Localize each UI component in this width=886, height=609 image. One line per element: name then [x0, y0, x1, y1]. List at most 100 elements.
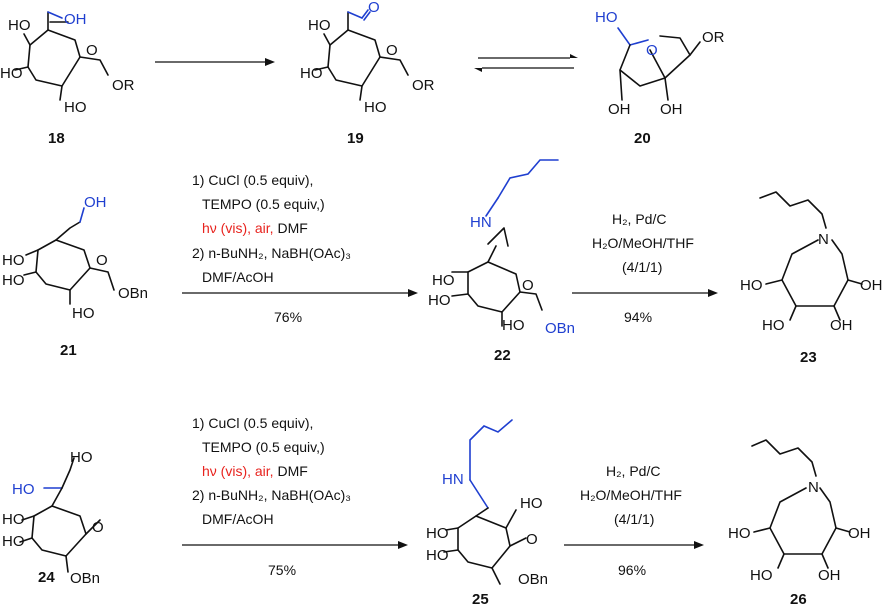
- hydroxyl-label: HO: [64, 99, 87, 116]
- compound-number: 18: [48, 130, 65, 147]
- condition-line: H₂, Pd/C: [606, 463, 660, 479]
- condition-line: H₂, Pd/C: [612, 211, 666, 227]
- primary-hydroxyl-label: OH: [64, 11, 87, 28]
- compound-22: HN O HO HO HO OBn 22: [428, 159, 575, 364]
- hydroxyl-label: HO: [762, 317, 785, 334]
- condition-line: DMF/AcOH: [202, 511, 274, 527]
- arrow-head: [708, 289, 718, 297]
- condition-line: TEMPO (0.5 equiv,): [202, 439, 325, 455]
- compound-19: HO O O HO HO OR 19: [300, 0, 435, 147]
- compound-number: 26: [790, 591, 807, 608]
- anomeric-substituent-label: OBn: [118, 285, 148, 302]
- anomeric-substituent-label: OR: [412, 77, 435, 94]
- condition-line: DMF/AcOH: [202, 269, 274, 285]
- condition-line: TEMPO (0.5 equiv,): [202, 196, 325, 212]
- hydroxyl-label: HO: [364, 99, 387, 116]
- arrow-head: [408, 289, 418, 297]
- nitrogen-label: N: [808, 479, 819, 496]
- compound-18: HO OH O HO HO OR 18: [0, 11, 135, 147]
- compound-23: N HO OH HO OH 23: [740, 191, 883, 366]
- condition-line: 1) CuCl (0.5 equiv),: [192, 415, 313, 431]
- compound-26: N HO OH HO OH 26: [728, 439, 871, 608]
- compound-number: 23: [800, 349, 817, 366]
- ring-oxygen-label: O: [92, 519, 104, 536]
- amine-label: HN: [470, 214, 492, 231]
- hydroxyl-label: HO: [2, 511, 25, 528]
- hydroxyl-label: OH: [660, 101, 683, 118]
- condition-line: hν (vis), air, DMF: [202, 220, 308, 236]
- arrow-head: [570, 54, 578, 58]
- ring-oxygen-label: O: [96, 252, 108, 269]
- arrow-head: [398, 541, 408, 549]
- hydroxyl-label: OH: [818, 567, 841, 584]
- arrow-head: [694, 541, 704, 549]
- conditions-step2: H₂, Pd/C H₂O/MeOH/THF (4/1/1) 94%: [572, 211, 718, 325]
- yield-label: 96%: [618, 562, 646, 578]
- hydroxyl-label: HO: [426, 525, 449, 542]
- compound-number: 20: [634, 130, 651, 147]
- hemiacetal-hydroxyl-label: HO: [595, 9, 618, 26]
- condition-line: (4/1/1): [614, 511, 654, 527]
- hydroxyl-label: OH: [830, 317, 853, 334]
- hydroxyl-label: HO: [2, 252, 25, 269]
- hydroxyl-label: HO: [426, 547, 449, 564]
- ring-oxygen-label: O: [522, 277, 534, 294]
- bridge-oxygen-label: O: [646, 42, 658, 59]
- compound-number: 22: [494, 347, 511, 364]
- hydroxyl-label: HO: [428, 292, 451, 309]
- hydroxyl-label: HO: [520, 495, 543, 512]
- arrow-head: [474, 68, 482, 72]
- compound-number: 25: [472, 591, 489, 608]
- nitrogen-label: N: [818, 231, 829, 248]
- hydroxyl-label: HO: [72, 305, 95, 322]
- condition-line: 1) CuCl (0.5 equiv),: [192, 172, 313, 188]
- hydroxyl-label: OH: [848, 525, 871, 542]
- condition-line: (4/1/1): [622, 259, 662, 275]
- primary-hydroxyl-label: HO: [12, 481, 35, 498]
- hydroxyl-label: OH: [608, 101, 631, 118]
- hydroxyl-label: HO: [2, 272, 25, 289]
- hydroxyl-label: HO: [308, 17, 331, 34]
- hydroxyl-label: HO: [0, 65, 23, 82]
- hydroxyl-label: OH: [860, 277, 883, 294]
- compound-number: 21: [60, 342, 77, 359]
- ring-oxygen-label: O: [386, 42, 398, 59]
- compound-number: 19: [347, 130, 364, 147]
- anomeric-substituent-label: OR: [702, 29, 725, 46]
- compound-20: HO O OR OH OH 20: [595, 9, 725, 147]
- conditions-step1: 1) CuCl (0.5 equiv), TEMPO (0.5 equiv,) …: [182, 172, 418, 325]
- condition-line: 2) n-BuNH₂, NaBH(OAc)₃: [192, 245, 351, 261]
- yield-label: 75%: [268, 562, 296, 578]
- hydroxyl-label: HO: [740, 277, 763, 294]
- anomeric-substituent-label: OBn: [518, 571, 548, 588]
- conditions-step3: 1) CuCl (0.5 equiv), TEMPO (0.5 equiv,) …: [182, 415, 408, 578]
- condition-line: 2) n-BuNH₂, NaBH(OAc)₃: [192, 487, 351, 503]
- arrow-head: [265, 58, 275, 66]
- hydroxyl-label: HO: [750, 567, 773, 584]
- yield-label: 94%: [624, 309, 652, 325]
- anomeric-substituent-label: OR: [112, 77, 135, 94]
- hydroxyl-label: HO: [728, 525, 751, 542]
- condition-line: H₂O/MeOH/THF: [580, 487, 682, 503]
- primary-hydroxyl-label: OH: [84, 194, 107, 211]
- compound-number: 24: [38, 569, 55, 586]
- compound-25: HN HO O HO HO OBn 25: [426, 419, 548, 608]
- hydroxyl-label: HO: [300, 65, 323, 82]
- ring-oxygen-label: O: [526, 531, 538, 548]
- condition-line: H₂O/MeOH/THF: [592, 235, 694, 251]
- compound-21: OH O HO HO HO OBn 21: [2, 194, 148, 359]
- conditions-step4: H₂, Pd/C H₂O/MeOH/THF (4/1/1) 96%: [564, 463, 704, 578]
- amine-label: HN: [442, 471, 464, 488]
- anomeric-substituent-label: OBn: [70, 570, 100, 587]
- anomeric-substituent-label: OBn: [545, 320, 575, 337]
- aldehyde-oxygen-label: O: [368, 0, 380, 16]
- condition-line: hν (vis), air, DMF: [202, 463, 308, 479]
- hydroxyl-label: HO: [432, 272, 455, 289]
- hydroxyl-label: HO: [2, 533, 25, 550]
- hydroxyl-label: HO: [70, 449, 93, 466]
- yield-label: 76%: [274, 309, 302, 325]
- compound-24: HO HO O HO HO OBn 24: [2, 449, 104, 587]
- hydroxyl-label: HO: [8, 17, 31, 34]
- hydroxyl-label: HO: [502, 317, 525, 334]
